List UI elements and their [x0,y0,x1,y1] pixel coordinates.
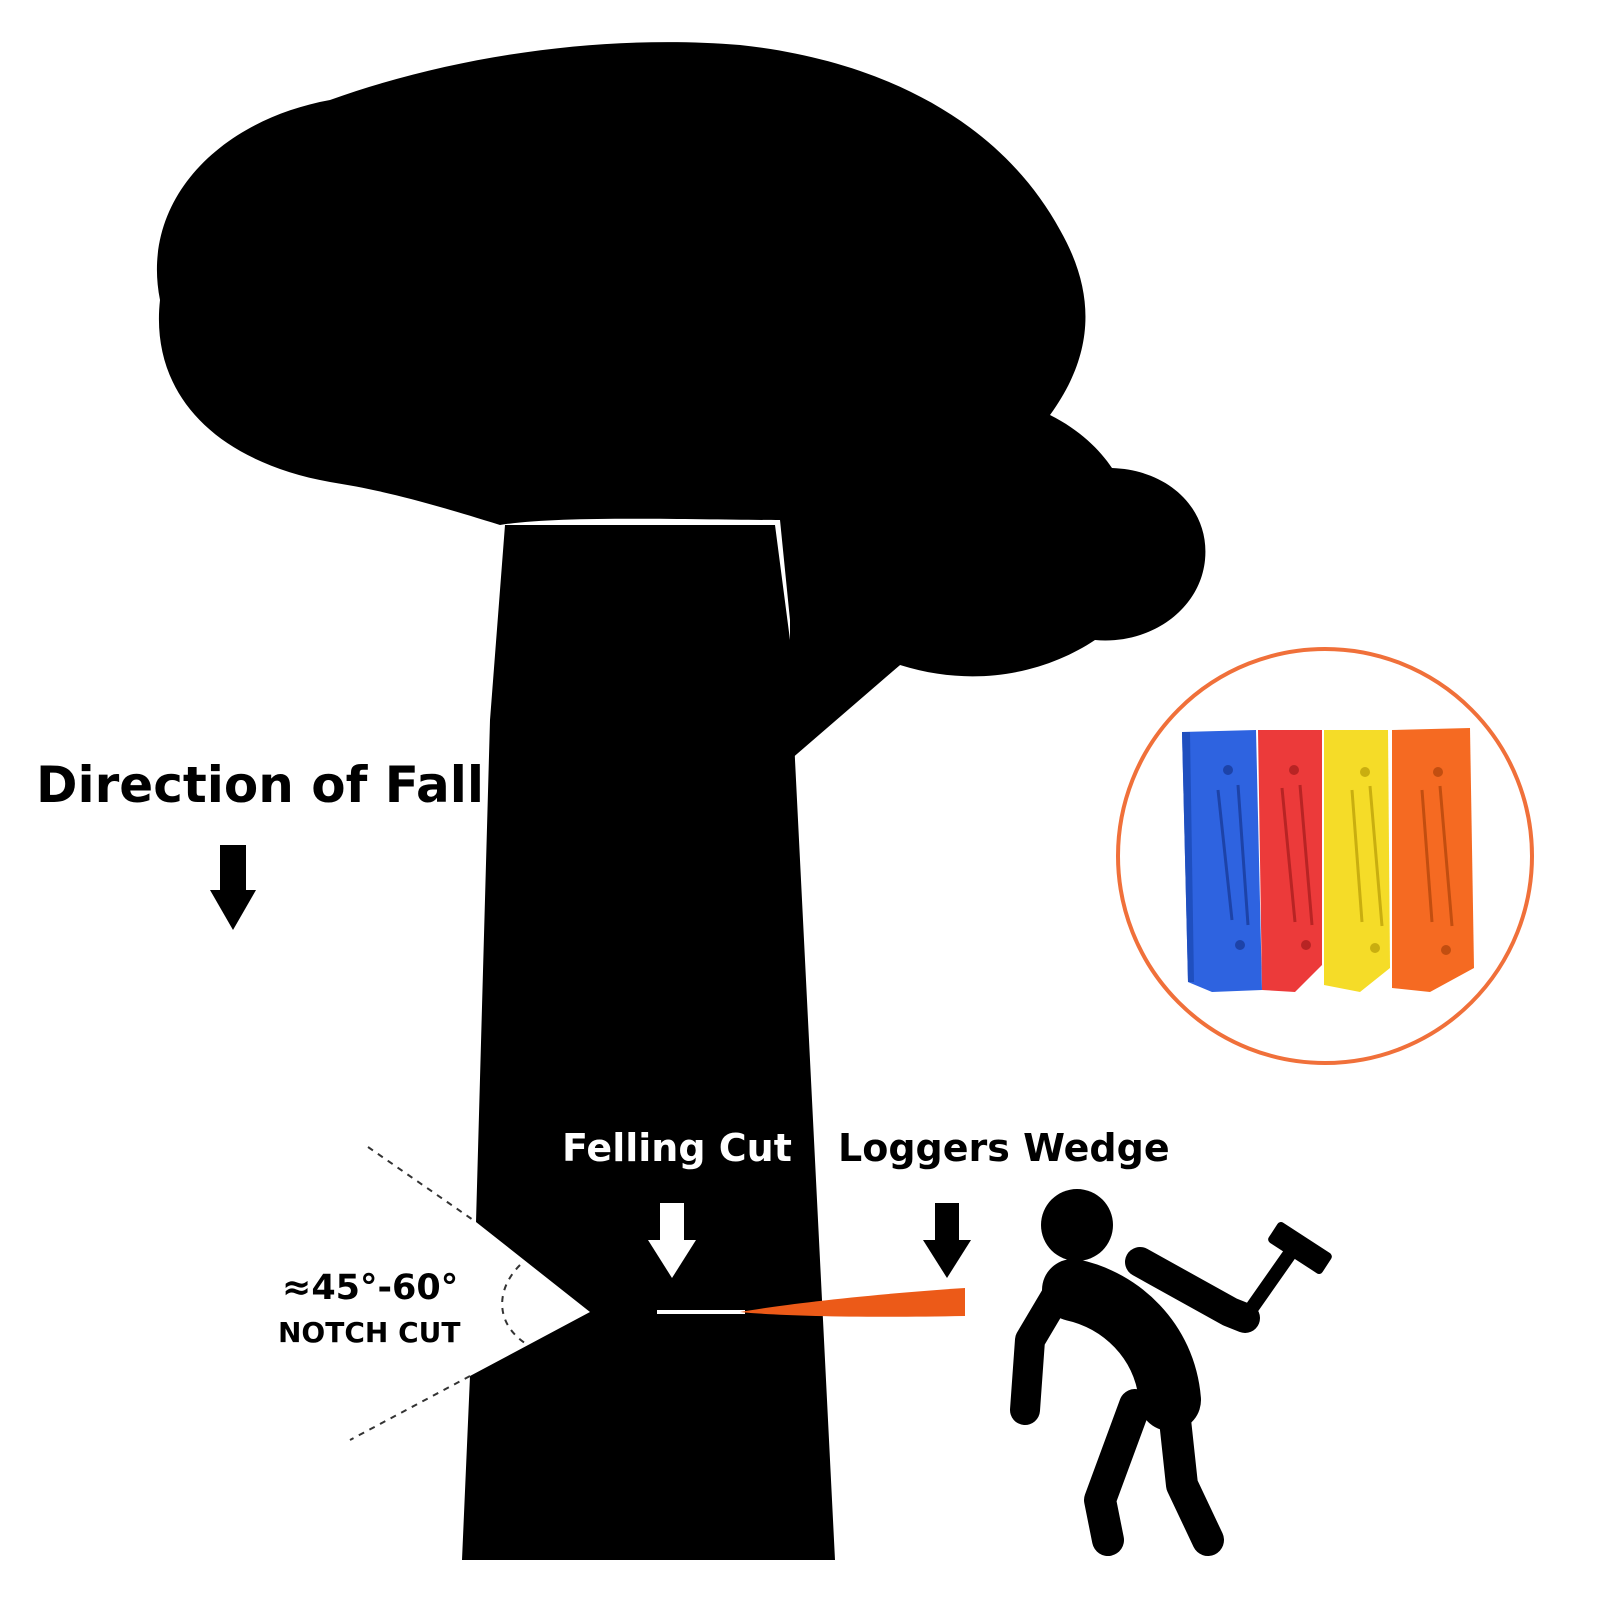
notch-guides [349,1146,529,1441]
hammer-handle [1235,1238,1303,1329]
felling-cut-label: Felling Cut [562,1126,792,1170]
notch-guide-lower [349,1375,471,1441]
tree-canopy [156,42,1206,755]
hammer-head [1268,1222,1332,1274]
wedge-in-cut [740,1288,965,1317]
person-arm-left [1010,1271,1077,1425]
wedge-product-blue [1182,730,1262,992]
wedge-product-yellow [1324,730,1390,992]
person-leg-left [1084,1389,1151,1556]
wedge-product-inset [1116,647,1534,1065]
notch-cut-label: NOTCH CUT [278,1316,461,1349]
person-torso [1042,1259,1201,1431]
down-arrow-icon [210,845,256,930]
person-leg-right [1159,1404,1224,1556]
tree-branch [790,620,900,760]
tree-trunk [462,525,835,1560]
notch-guide-upper [367,1146,477,1223]
person-head [1041,1189,1113,1261]
person-with-hammer-icon [1010,1189,1332,1556]
direction-of-fall-label: Direction of Fall [36,756,484,814]
wedge-product-orange [1392,728,1474,992]
tree-silhouette [156,42,1206,1560]
down-arrow-icon [648,1203,696,1278]
loggers-wedge-label: Loggers Wedge [838,1126,1170,1170]
notch-angle-label: ≈45°-60° [282,1268,459,1308]
down-arrow-icon [923,1203,971,1278]
notch-angle-arc [501,1264,529,1346]
wedge-product-red [1258,730,1322,992]
